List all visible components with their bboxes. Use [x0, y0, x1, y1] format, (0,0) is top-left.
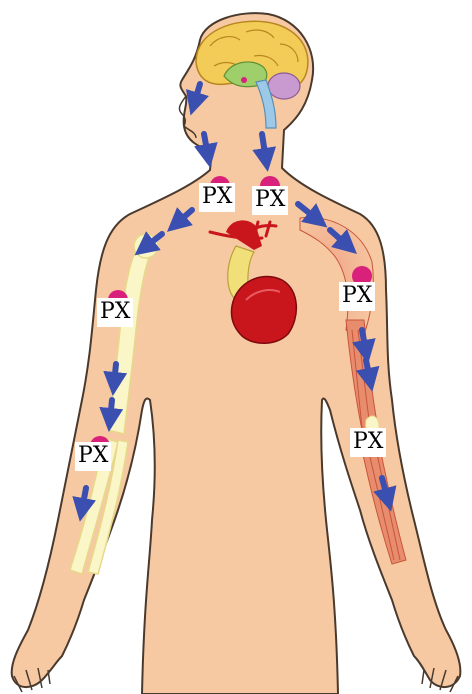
px-label-neck-left: PX — [199, 183, 235, 212]
px-label-forearm-right: PX — [350, 428, 386, 457]
body-silhouette — [12, 13, 461, 694]
px-label-neck-right: PX — [252, 186, 288, 215]
px-label-upper-arm-left: PX — [97, 298, 133, 327]
px-label-shoulder-right: PX — [339, 282, 375, 311]
px-label-forearm-left: PX — [75, 442, 111, 471]
